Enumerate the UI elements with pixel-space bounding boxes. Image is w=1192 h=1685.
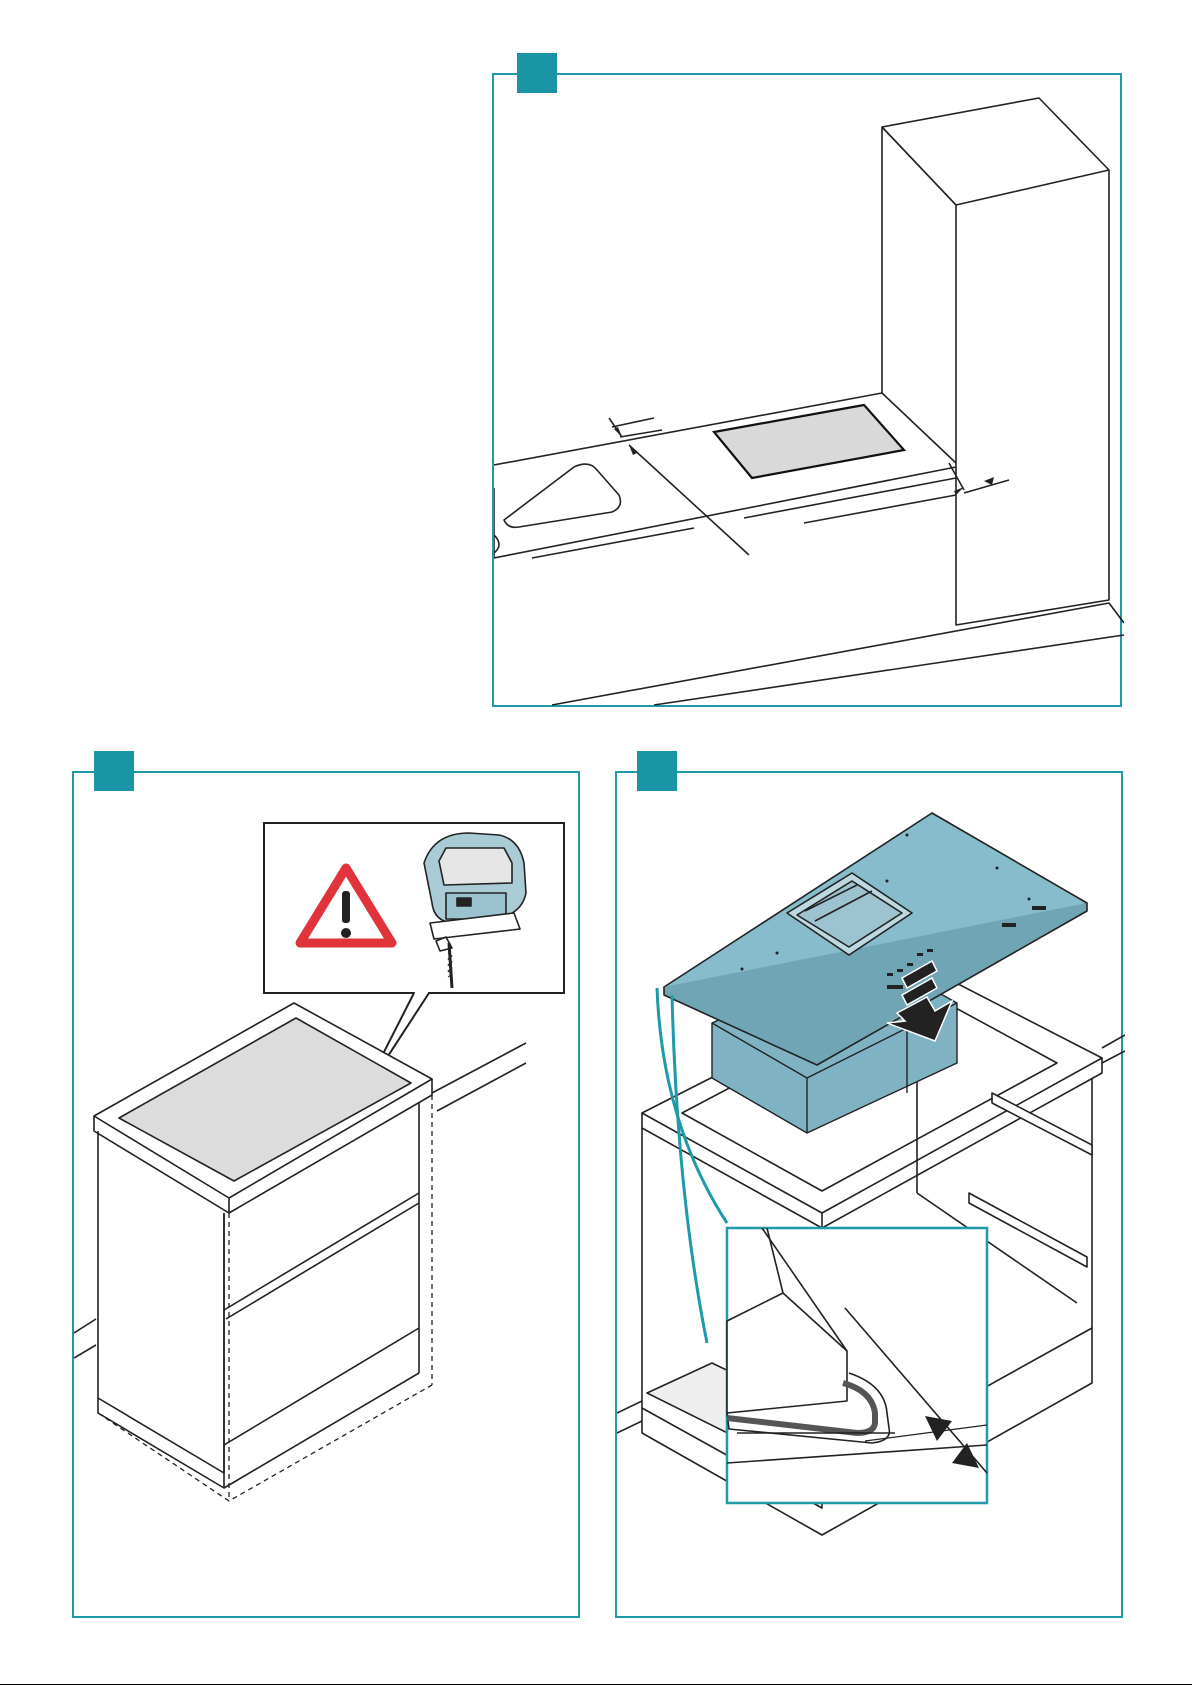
panel-insert-hob [615, 771, 1123, 1618]
hob-installation-illustration [617, 773, 1125, 1620]
hob-cutout [714, 405, 904, 478]
cabinet-cut-illustration [74, 773, 582, 1620]
countertop-illustration [494, 75, 1124, 709]
panel-cut-worktop [72, 771, 580, 1618]
panel-countertop-cutout [492, 73, 1122, 707]
